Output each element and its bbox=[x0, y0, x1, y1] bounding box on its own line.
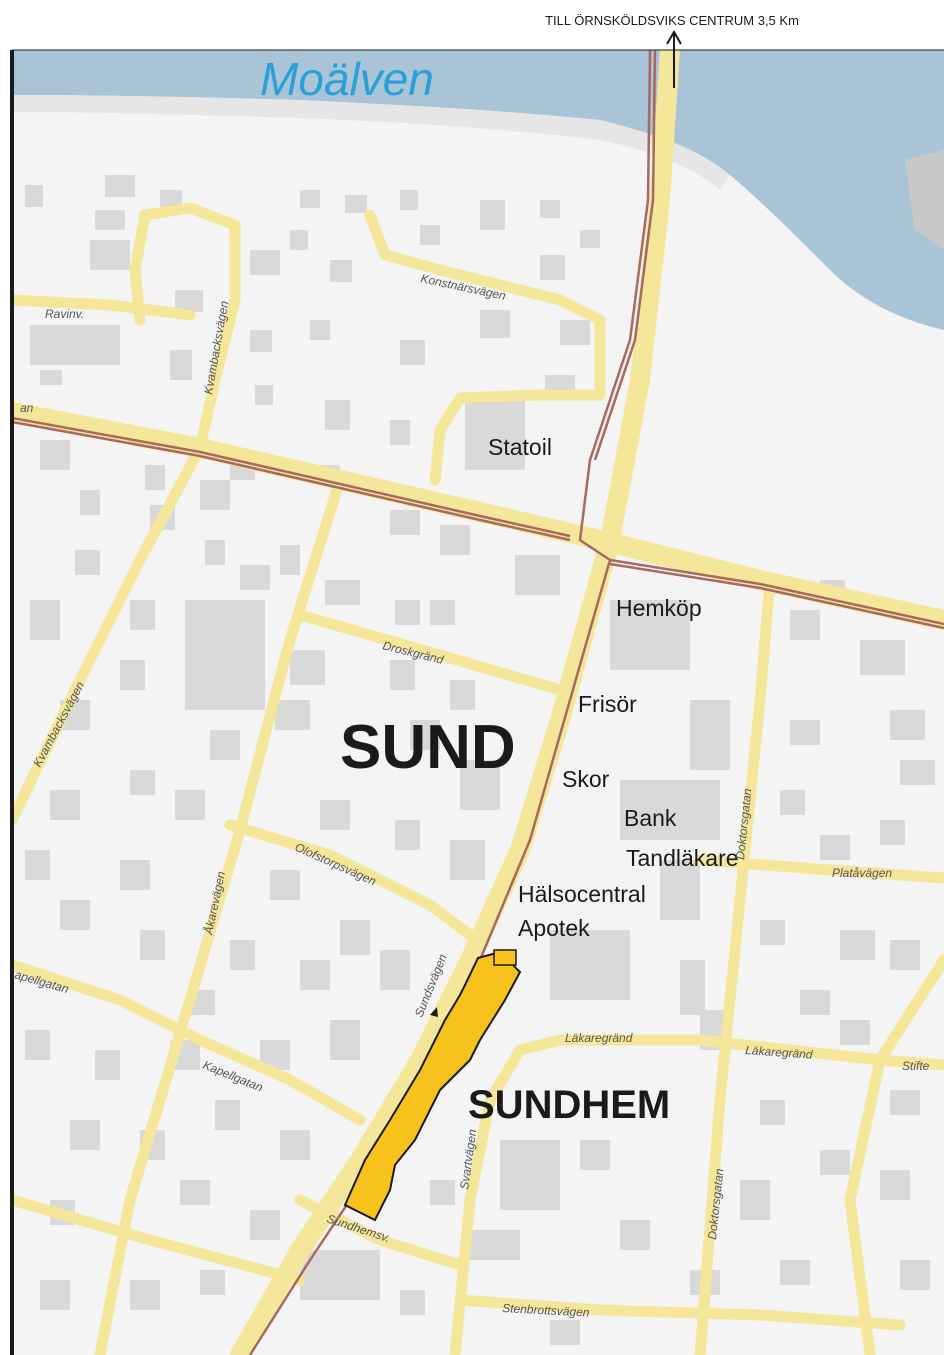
water-label: Moälven bbox=[260, 53, 434, 105]
road-label-stifte: Stifte bbox=[902, 1059, 930, 1073]
road-label-lakaregrand: Läkaregränd bbox=[565, 1031, 633, 1045]
sundhem-building-annex bbox=[493, 949, 517, 966]
poi-hemkop: Hemköp bbox=[616, 595, 702, 621]
roads bbox=[12, 50, 944, 1355]
road-label-ravinv: Ravinv. bbox=[45, 307, 84, 321]
arrow-up-icon bbox=[666, 30, 682, 88]
riverbank bbox=[12, 95, 730, 190]
buildings bbox=[25, 175, 935, 1345]
road-label-an: an bbox=[20, 401, 34, 415]
poi-bank: Bank bbox=[624, 805, 677, 831]
direction-label: TILL ÖRNSKÖLDSVIKS CENTRUM 3,5 Km bbox=[545, 13, 799, 28]
poi-tandlakare: Tandläkare bbox=[626, 845, 739, 871]
district-label-sundhem: SUNDHEM bbox=[468, 1083, 670, 1127]
road-label-platavagen: Platåvägen bbox=[832, 866, 892, 880]
poi-frisor: Frisör bbox=[578, 691, 637, 717]
poi-halsocentral: Hälsocentral bbox=[518, 881, 646, 907]
poi-apotek: Apotek bbox=[518, 915, 590, 941]
poi-statoil: Statoil bbox=[488, 434, 552, 460]
entrance-marker-icon bbox=[430, 1007, 438, 1017]
river-moalven bbox=[12, 50, 944, 330]
poi-skor: Skor bbox=[562, 766, 610, 792]
shore-patch bbox=[905, 150, 944, 250]
road-label-lakaregrand-right: Läkaregränd bbox=[745, 1043, 814, 1062]
road-label-stenbrottsvagen: Stenbrottsvägen bbox=[502, 1301, 590, 1320]
district-label-sund: SUND bbox=[340, 713, 516, 782]
sundhem-building bbox=[343, 950, 522, 1222]
